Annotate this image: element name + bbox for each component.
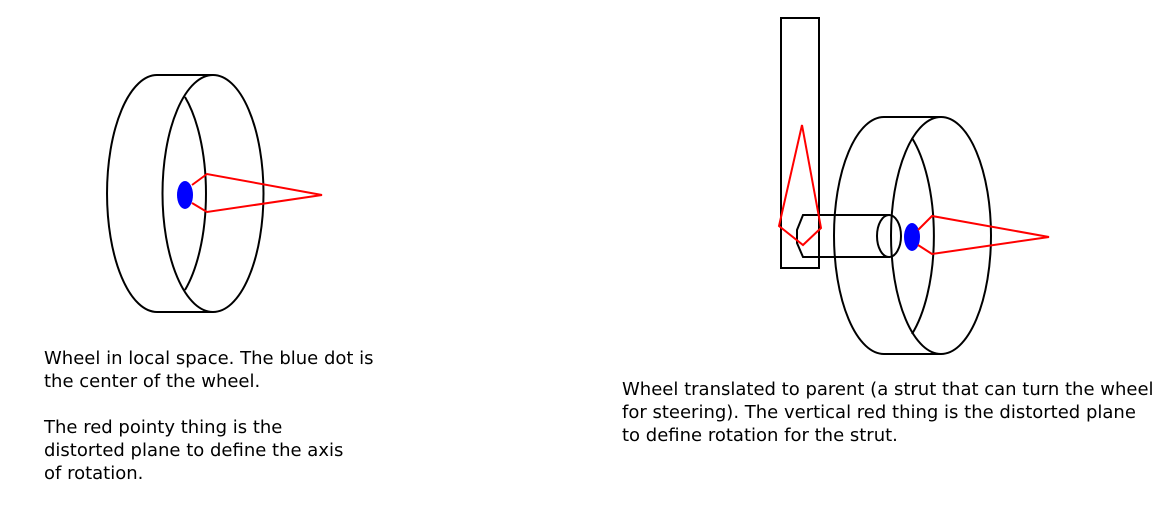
left-caption-para2: The red pointy thing is the distorted pl… [44,417,344,484]
wheel-center-dot [177,181,193,209]
left-caption: Wheel in local space. The blue dot is th… [44,347,374,485]
wheel-back-rim [106,74,158,313]
strut [780,17,820,269]
wheel-rotation-plane [917,214,1050,256]
parented-wheel [777,17,1050,355]
wheel-back-rim-inner [911,137,935,335]
wheel-back-rim [833,116,885,355]
right-caption-para1: Wheel translated to parent (a strut that… [622,379,1154,446]
axle [796,214,890,258]
axle-end [876,214,902,258]
rotation-plane [191,172,323,214]
left-caption-para1: Wheel in local space. The blue dot is th… [44,348,374,392]
wheel-center-dot [904,223,920,251]
strut-rotation-plane [777,124,823,247]
local-wheel [106,74,323,313]
right-caption: Wheel translated to parent (a strut that… [622,378,1157,447]
wheel-back-rim-inner [184,96,207,291]
